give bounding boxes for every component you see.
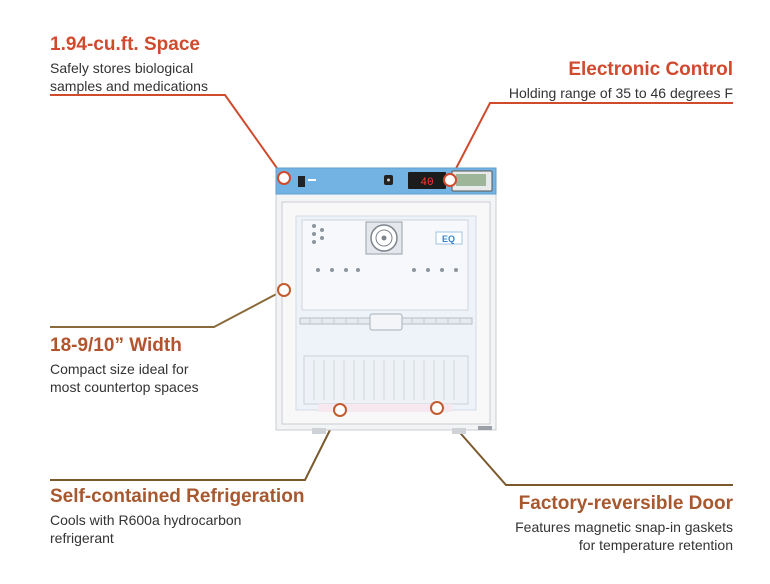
fan-inner-ring [375, 229, 393, 247]
power-switch [298, 176, 305, 187]
callout-width-title: 18-9/10” Width [50, 335, 182, 356]
callout-space-desc-2: samples and medications [50, 78, 208, 94]
leader-line-refrigeration [50, 409, 341, 481]
callout-control: Electronic Control Holding range of 35 t… [509, 59, 733, 102]
shelf-clips [316, 268, 458, 272]
marker-refrigeration [333, 403, 347, 417]
callout-refrigeration: Self-contained Refrigeration Cools with … [50, 486, 304, 547]
callout-door-title: Factory-reversible Door [518, 493, 733, 514]
leader-line-width [50, 289, 285, 328]
callout-refrigeration-title: Self-contained Refrigeration [50, 486, 305, 507]
fridge-foot-left [312, 428, 326, 434]
callout-refrigeration-desc-1: Cools with R600a hydrocarbon [50, 512, 242, 528]
temperature-display [408, 172, 446, 189]
temperature-probe-holder [369, 313, 403, 331]
callout-width-desc-2: most countertop spaces [50, 379, 199, 395]
wire-shelf-rods [309, 318, 461, 324]
fridge-vent [478, 426, 492, 430]
callout-refrigeration-desc-2: refrigerant [50, 530, 114, 546]
marker-space [277, 171, 291, 185]
callout-door-desc-1: Features magnetic snap-in gaskets [515, 519, 733, 535]
door-gasket [318, 404, 452, 412]
fan-hub [381, 235, 387, 241]
callout-control-desc-1: Holding range of 35 to 46 degrees F [508, 85, 733, 101]
callout-door-desc-2: for temperature retention [578, 537, 733, 553]
callout-space: 1.94-cu.ft. Space Safely stores biologic… [50, 34, 208, 95]
power-switch-label [308, 179, 316, 181]
marker-door [430, 401, 444, 415]
brand-badge [435, 231, 463, 245]
lock-keyhole [387, 178, 390, 182]
leader-line-door [439, 409, 733, 486]
callout-space-desc-1: Safely stores biological [50, 60, 194, 76]
leader-line-control [449, 102, 733, 181]
callout-space-title: 1.94-cu.ft. Space [50, 34, 200, 55]
leader-line-space [50, 94, 285, 179]
wire-basket [303, 355, 469, 405]
marker-width [277, 283, 291, 297]
marker-control [443, 173, 457, 187]
callout-control-title: Electronic Control [568, 59, 733, 80]
callout-door: Factory-reversible Door Features magneti… [515, 493, 733, 554]
callout-width-desc-1: Compact size ideal for [50, 361, 189, 377]
fridge-foot-right [452, 428, 466, 434]
temperature-readout: 40 [420, 177, 433, 189]
data-logger-screen [456, 174, 486, 186]
fan-vent-holes [312, 224, 324, 244]
brand-badge-label: EQ [442, 234, 455, 244]
callout-width: 18-9/10” Width Compact size ideal for mo… [50, 335, 199, 396]
wire-basket-rods [313, 360, 455, 400]
